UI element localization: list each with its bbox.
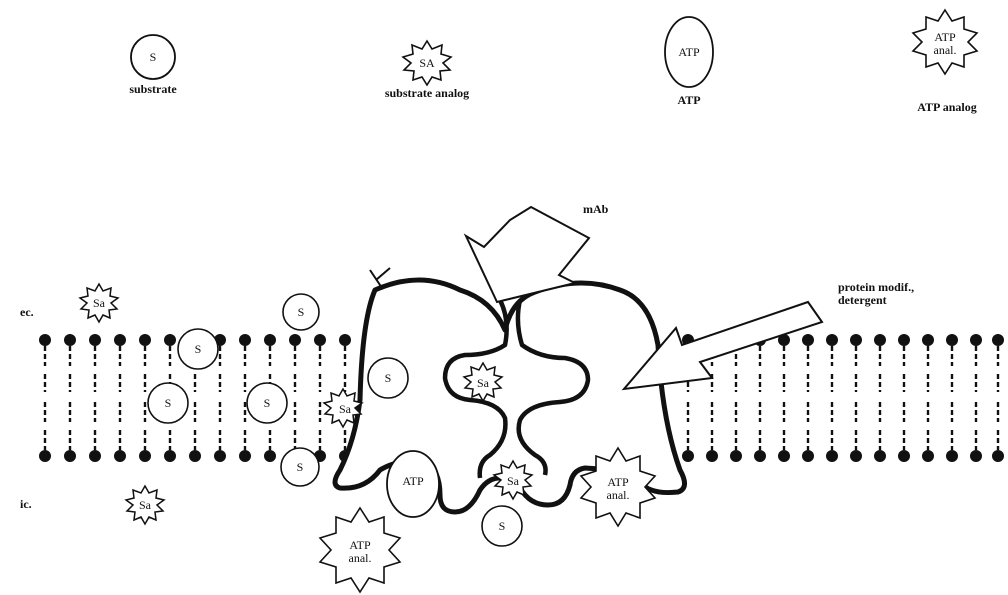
modifier-label-line2: detergent xyxy=(838,293,887,307)
substrate-ec: S xyxy=(283,294,319,330)
analog-bottom-pocket-text: Sa xyxy=(507,474,520,488)
legend: S substrate SA substrate analog ATP ATP … xyxy=(129,10,977,114)
analog-ec: Sa xyxy=(80,284,118,322)
atp-bound-text: ATP xyxy=(402,474,424,488)
substrate-membrane-3: S xyxy=(247,383,287,423)
substrate-ec-text: S xyxy=(298,305,305,319)
analog-ic: Sa xyxy=(126,486,164,524)
analog-ec-text: Sa xyxy=(93,296,106,310)
substrate-membrane-2-text: S xyxy=(165,396,172,410)
substrate-protein-edge: S xyxy=(368,358,408,398)
antibody-label: mAb xyxy=(583,202,609,216)
legend-substrate-analog: SA substrate analog xyxy=(385,41,469,100)
substrate-analog-symbol-text: SA xyxy=(419,56,435,70)
substrate-protein-edge-text: S xyxy=(385,371,392,385)
atp-analog-free-line1: ATP xyxy=(349,538,371,552)
atp-analog-label: ATP analog xyxy=(917,100,976,114)
substrate-analog-label: substrate analog xyxy=(385,86,469,100)
atp-analog-symbol-line1: ATP xyxy=(934,30,956,44)
substrate-ic-bottom-text: S xyxy=(499,519,506,533)
atp-analog-bound-line2: anal. xyxy=(607,488,630,502)
substrate-label: substrate xyxy=(129,82,177,96)
atp-analog-symbol-line2: anal. xyxy=(934,43,957,57)
legend-atp: ATP ATP xyxy=(665,17,713,107)
legend-atp-analog: ATP anal. ATP analog xyxy=(913,10,977,114)
substrate-ic-edge: S xyxy=(281,448,319,486)
legend-substrate: S substrate xyxy=(129,35,177,96)
extracellular-label: ec. xyxy=(20,305,34,319)
modifier-label-line1: protein modif., xyxy=(838,280,914,294)
substrate-membrane-1-text: S xyxy=(195,342,202,356)
analog-ic-text: Sa xyxy=(139,498,152,512)
atp-symbol-text: ATP xyxy=(678,45,700,59)
modifier-arrow: protein modif., detergent xyxy=(624,280,914,389)
membrane-right xyxy=(682,334,1004,462)
analog-membrane-text: Sa xyxy=(339,402,352,416)
substrate-membrane-1: S xyxy=(178,329,218,369)
intracellular-label: ic. xyxy=(20,497,32,511)
substrate-ic-edge-text: S xyxy=(297,460,304,474)
substrate-ic-bottom: S xyxy=(482,506,522,546)
analog-in-channel-text: Sa xyxy=(477,376,490,390)
atp-analog-free: ATP anal. xyxy=(320,508,400,592)
substrate-symbol-text: S xyxy=(150,50,157,64)
atp-analog-bound-line1: ATP xyxy=(607,475,629,489)
substrate-membrane-3-text: S xyxy=(264,396,271,410)
atp-label: ATP xyxy=(677,93,700,107)
substrate-membrane-2: S xyxy=(148,383,188,423)
atp-bound: ATP xyxy=(387,451,439,517)
atp-analog-free-line2: anal. xyxy=(349,551,372,565)
